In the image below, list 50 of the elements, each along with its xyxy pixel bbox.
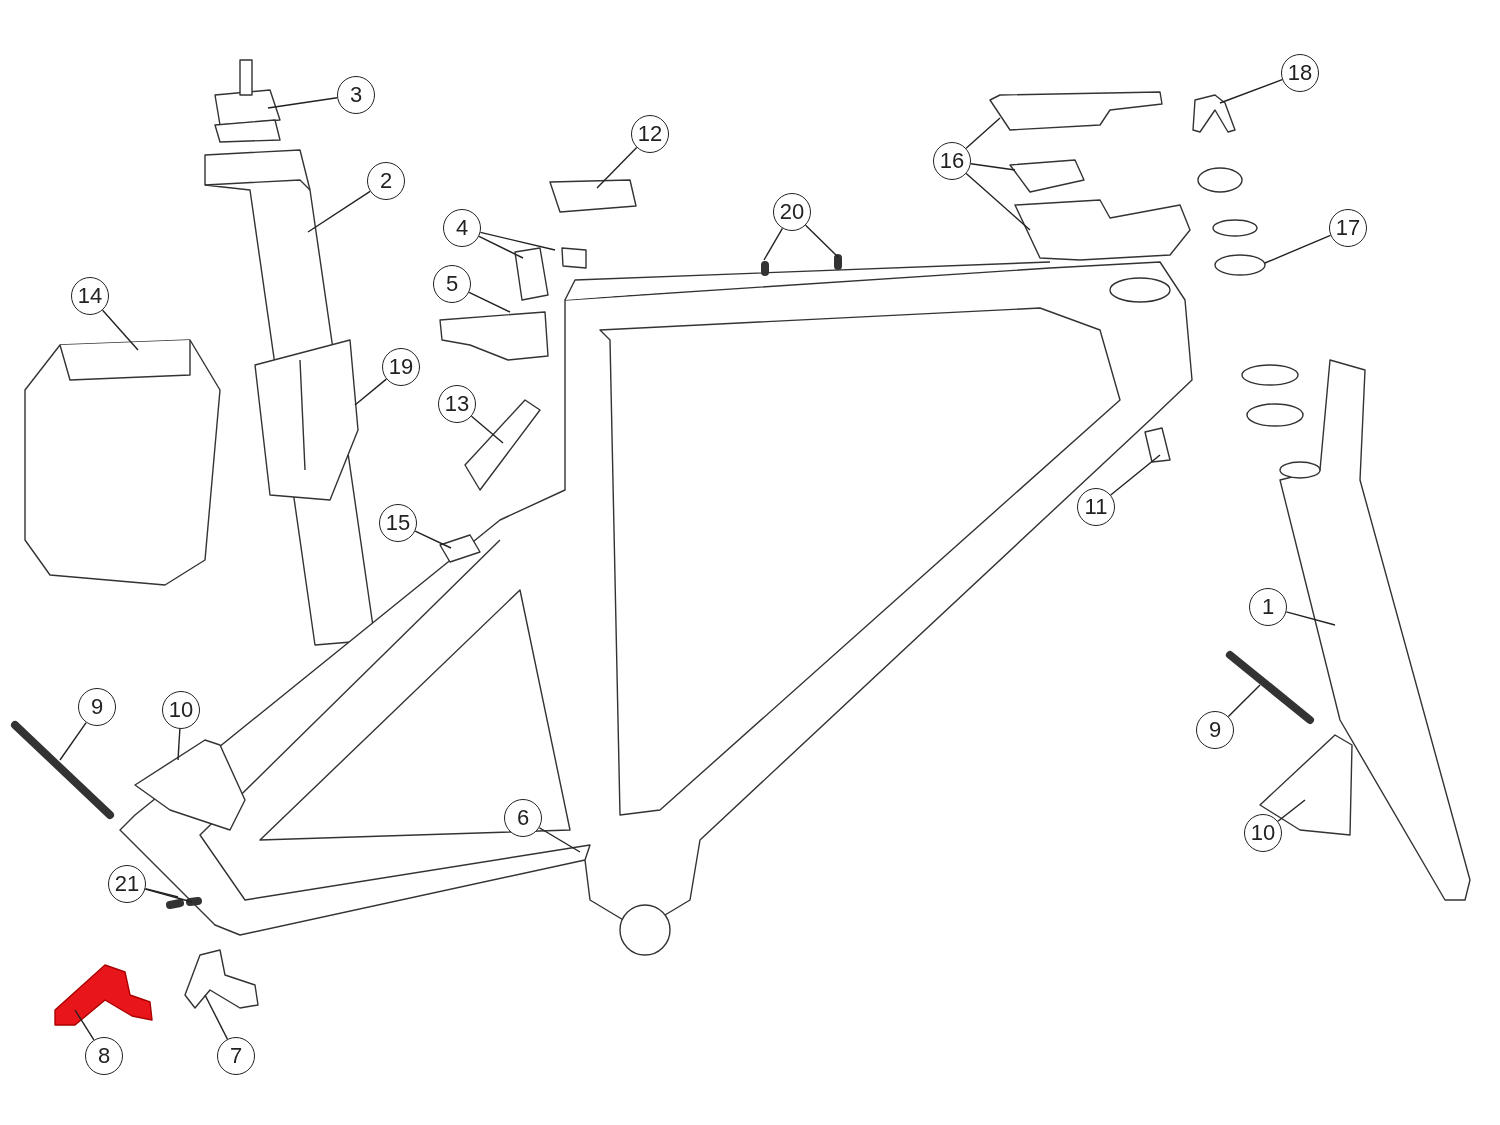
callout-number: 20 bbox=[773, 193, 811, 231]
leader-line bbox=[307, 190, 371, 233]
callout-number: 2 bbox=[367, 162, 405, 200]
callout-number: 12 bbox=[631, 115, 669, 153]
leader-line bbox=[1277, 799, 1306, 822]
leader-line bbox=[538, 827, 581, 853]
callout-number: 14 bbox=[71, 277, 109, 315]
callout-number: 7 bbox=[217, 1037, 255, 1075]
callout-number: 21 bbox=[108, 865, 146, 903]
callout-number: 11 bbox=[1077, 488, 1115, 526]
callout-number: 15 bbox=[379, 504, 417, 542]
callout-number: 9 bbox=[1196, 711, 1234, 749]
callout-number: 9 bbox=[78, 688, 116, 726]
callout-number: 13 bbox=[438, 385, 476, 423]
callout-number: 4 bbox=[443, 209, 481, 247]
leader-line bbox=[74, 1009, 95, 1041]
leader-line bbox=[59, 721, 87, 761]
leader-line bbox=[101, 309, 139, 351]
callout-number: 18 bbox=[1281, 54, 1319, 92]
leader-line bbox=[965, 117, 1001, 149]
callout-number: 16 bbox=[933, 142, 971, 180]
leader-line bbox=[470, 415, 504, 444]
leader-line bbox=[354, 378, 388, 406]
callout-number: 1 bbox=[1249, 588, 1287, 626]
leader-line bbox=[177, 728, 181, 761]
callout-number: 19 bbox=[382, 348, 420, 386]
callout-number: 8 bbox=[85, 1037, 123, 1075]
leader-line bbox=[1227, 684, 1261, 718]
leader-line bbox=[1219, 78, 1283, 104]
leader-line bbox=[144, 888, 179, 898]
leader-line bbox=[479, 231, 556, 251]
leader-line bbox=[763, 227, 784, 261]
callout-number: 5 bbox=[433, 265, 471, 303]
callout-number: 3 bbox=[337, 76, 375, 114]
leader-line bbox=[1285, 611, 1336, 626]
leader-line bbox=[204, 994, 229, 1040]
leader-line bbox=[267, 97, 338, 109]
leader-line bbox=[478, 235, 524, 259]
leader-line bbox=[804, 224, 839, 258]
callout-number: 10 bbox=[1244, 814, 1282, 852]
leader-line bbox=[596, 146, 638, 189]
leader-line bbox=[1264, 234, 1332, 264]
callout-number: 10 bbox=[162, 691, 200, 729]
leader-line bbox=[468, 291, 511, 313]
leader-line bbox=[970, 163, 1016, 171]
leader-line bbox=[965, 172, 1031, 231]
callout-number: 17 bbox=[1329, 209, 1367, 247]
leader-line bbox=[414, 530, 452, 549]
leader-line bbox=[144, 888, 193, 903]
leader-line bbox=[1110, 454, 1161, 496]
